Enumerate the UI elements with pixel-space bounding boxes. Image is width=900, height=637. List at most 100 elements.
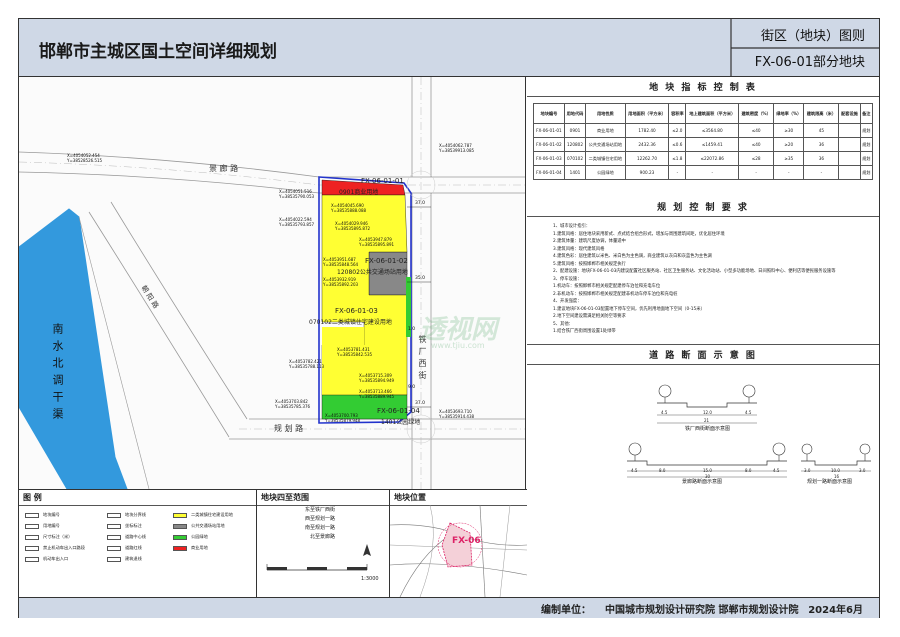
legend-item: 二类城镇住宅建设用地 (173, 512, 233, 518)
requirements-list: 1、城市设计指引： 1.建筑风格：居住地块采用新式、点式结合组合形式，增加与周围… (527, 217, 879, 336)
road-section-area: 4.5 12.0 4.5 21 铁厂西街断面示意图 4.5 8.0 15.0 8… (527, 365, 879, 485)
col-header: 备注 (859, 103, 874, 124)
scope-item: 东至铁厂西街 (304, 507, 335, 513)
requirement-item: 4、开发强度： (553, 299, 582, 304)
requirement-item: 5、其他： (553, 321, 573, 327)
scope-list: 东至铁厂西街 西至规划一路 南至规划一路 北至景廊路 (275, 506, 335, 542)
legend-swatch (107, 534, 121, 540)
table-cell: - (685, 165, 740, 180)
table-header-row: 地块编号 用地代码 用地性质 用地面积（平方米） 容积率 地上建筑面积（平方米）… (533, 103, 874, 124)
table-cell: 规划 (859, 165, 874, 180)
section-1-label: 铁厂西街断面示意图 (685, 425, 731, 432)
legend-item: 地块编号 (25, 512, 60, 518)
sheet-subtitle: 街区（地块）图则 (760, 29, 865, 44)
coord-label: X=4054022.594 Y=38535793.857 (279, 217, 315, 227)
table-cell (838, 165, 861, 180)
north-road-label: 景 廊 路 (209, 164, 239, 173)
plot-04-green (321, 394, 408, 420)
plot-03-id: FX-06-01-03 (335, 307, 378, 315)
control-panel: 地 块 指 标 控 制 表 地块编号 用地代码 用地性质 用地面积（平方米） 容… (527, 77, 879, 597)
legend-swatch (173, 534, 187, 540)
watermark: 透视网 (419, 315, 498, 345)
section-1-dim: 12.0 (703, 409, 712, 415)
legend-swatch (25, 523, 39, 529)
north-arrow-icon (363, 544, 371, 556)
table-cell (838, 137, 861, 152)
diagonal-road (88, 211, 230, 438)
table-cell: 120802 (563, 137, 587, 152)
legend-swatch (173, 512, 187, 518)
scope-item: 南至规划一路 (304, 525, 335, 531)
col-header: 建筑密度（%） (738, 103, 775, 124)
table-cell: ≤1.8 (668, 151, 687, 166)
scope-title: 地块四至范围 (257, 490, 389, 506)
requirement-item: 5.建筑风格：按照邯郸市相关规定执行 (553, 261, 626, 267)
plot-01-id: FX-06-01-01 (361, 177, 404, 185)
legend-item: 道路中心线 (107, 534, 146, 540)
section-2-dim: 15.0 (703, 467, 712, 473)
col-header: 容积率 (668, 103, 687, 124)
north-road (19, 151, 525, 178)
coord-label: X=4053693.710 Y=38535914.438 (439, 409, 475, 419)
table-cell: FX-06-01-04 (533, 165, 565, 180)
table-cell: 36 (803, 137, 840, 152)
coord-label: X=4054051.516 Y=38535790.053 (279, 189, 315, 199)
table-cell: FX-06-01-03 (533, 151, 565, 166)
section-2-dim: 8.0 (659, 467, 666, 473)
table-cell: 2432.36 (624, 137, 670, 152)
table-cell: 商业用地 (585, 123, 626, 138)
col-header: 地块编号 (533, 103, 565, 124)
scale-bar (266, 544, 371, 571)
road-section-drawing (627, 384, 871, 477)
legend-swatch (25, 512, 39, 518)
table-row: FX-06-01-03 070102 二类城镇住宅用地 12262.70 ≤1.… (533, 151, 874, 166)
table-cell: 规划 (859, 123, 874, 138)
dim-label: 37.0 (415, 201, 426, 206)
footer-unit-label: 编制单位： (541, 605, 591, 616)
drawing-frame: 邯郸市主城区国土空间详细规划 街区（地块）图则 FX-06-01部分地块 (18, 18, 880, 618)
river-canal (19, 208, 128, 489)
page-title: 邯郸市主城区国土空间详细规划 (39, 42, 277, 62)
coord-label: X=4053951.687 Y=38535848.564 (323, 257, 359, 267)
table-cell: ≤0.6 (668, 137, 687, 152)
scale-label: 1:3000 (361, 576, 379, 582)
col-header: 用地代码 (563, 103, 587, 124)
coord-label: X=4054062.787 Y=38539913.085 (439, 143, 475, 153)
legend-swatch (173, 545, 187, 551)
col-header: 配套设施 (838, 103, 861, 124)
section-2-dim: 4.5 (631, 467, 638, 473)
table-cell: 12262.70 (624, 151, 670, 166)
requirement-item: 1.建筑风格：居住地块采用新式、点式结合组合形式，增加与周围建筑间距，优化居住环… (553, 231, 725, 237)
table-cell: 1401 (563, 165, 587, 180)
table-cell: 0901 (563, 123, 587, 138)
dim-label: 9.0 (408, 385, 416, 390)
coord-label: X=4053713.466 Y=38535889.945 (359, 389, 395, 399)
section-3-dim: 3.0 (804, 467, 811, 473)
location-tag: FX-06 (452, 536, 481, 546)
coord-label: X=4053700.793 Y=38535879.948 (325, 413, 361, 423)
table-cell: ≤3564.80 (685, 123, 740, 138)
coord-label: X=4053932.919 Y=38535892.203 (323, 277, 359, 287)
legend-item: 建筑退线 (107, 556, 142, 562)
legend-item: 公共交通场站用地 (173, 523, 225, 529)
legend-swatch (173, 523, 187, 529)
legend-title: 图 例 (19, 490, 256, 506)
table-cell: 070102 (563, 151, 587, 166)
table-cell: ≥20 (773, 137, 805, 152)
section-2-dim: 8.0 (745, 467, 752, 473)
table-cell: - (738, 165, 775, 180)
section-2-dim: 4.5 (773, 467, 780, 473)
section-3 (801, 443, 871, 471)
scope-item: 西至规划一路 (304, 516, 335, 522)
legend-item: 尺寸标注（米） (25, 534, 72, 540)
section-2-total: 30 (705, 473, 711, 479)
requirement-item: 2.非机动车：按照邯郸市相关规定配建非机动车停车泊位和充电桩 (553, 291, 678, 297)
legend-item: 机动车出入口 (25, 556, 68, 562)
table-cell: 900.23 (624, 165, 670, 180)
sheet-id: FX-06-01部分地块 (754, 55, 865, 70)
table-row: FX-06-01-04 1401 公园绿地 900.23 - - - - - 规… (533, 165, 874, 180)
section-3-total: 16 (834, 473, 840, 479)
legend-item: 用地编号 (25, 523, 60, 529)
south-road-label: 规 划 路 (274, 424, 304, 433)
section-2 (627, 442, 787, 477)
